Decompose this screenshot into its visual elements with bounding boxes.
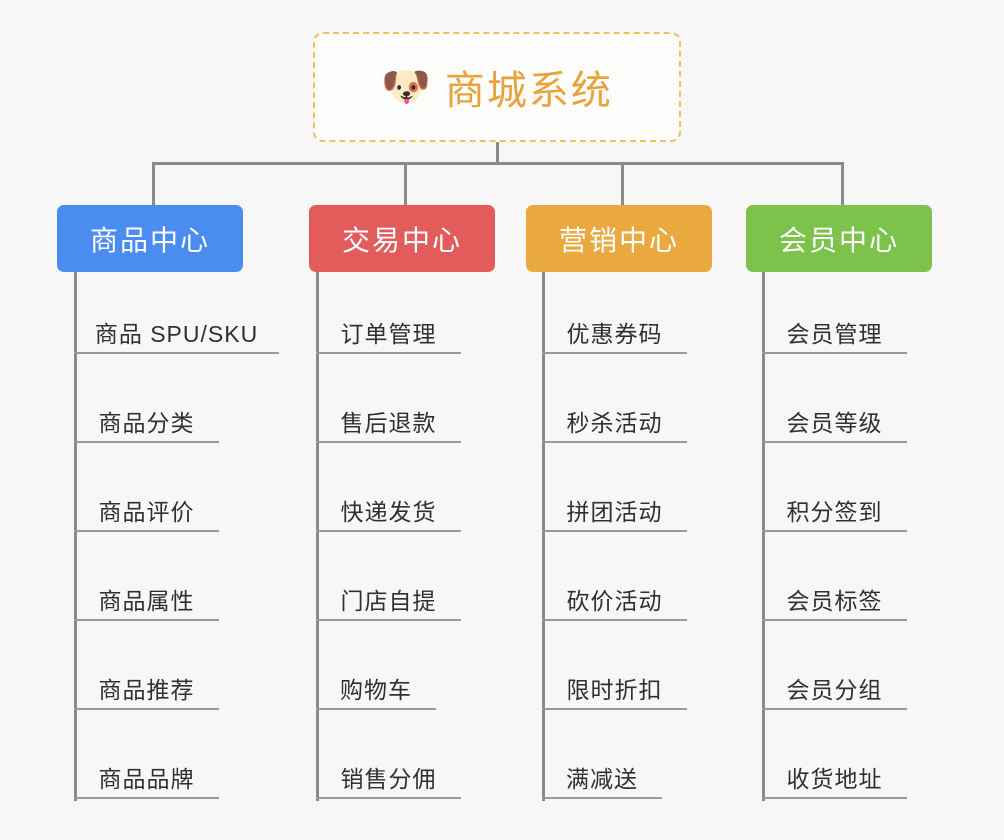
leaf-item[interactable]: 商品评价: [74, 498, 219, 532]
leaf-item-label: 限时折扣: [566, 677, 663, 703]
category-drop-line-1: [152, 162, 155, 205]
category-header-4[interactable]: 会员中心: [746, 205, 932, 272]
leaf-item[interactable]: 收货地址: [762, 765, 907, 799]
leaf-item-label: 商品推荐: [98, 677, 195, 703]
leaf-item-label: 优惠券码: [566, 321, 663, 347]
leaf-item[interactable]: 限时折扣: [542, 676, 687, 710]
leaf-item-label: 会员分组: [786, 677, 883, 703]
root-title: 商城系统: [444, 69, 613, 113]
category-drop-line-2: [404, 162, 407, 205]
leaf-item-label: 商品 SPU/SKU: [94, 321, 259, 347]
leaf-item[interactable]: 订单管理: [316, 320, 461, 354]
category-drop-line-4: [841, 162, 844, 205]
leaf-item-label: 会员等级: [786, 410, 883, 436]
leaf-item[interactable]: 秒杀活动: [542, 409, 687, 443]
leaf-item-label: 砍价活动: [566, 588, 663, 614]
leaf-item-label: 满减送: [566, 766, 638, 792]
leaf-item-label: 会员管理: [786, 321, 883, 347]
leaf-item[interactable]: 积分签到: [762, 498, 907, 532]
category-drop-line-3: [621, 162, 624, 205]
leaf-item-label: 购物车: [340, 677, 412, 703]
column-spine-2: [316, 272, 319, 801]
leaf-item[interactable]: 砍价活动: [542, 587, 687, 621]
leaf-item-label: 商品分类: [98, 410, 195, 436]
leaf-item[interactable]: 优惠券码: [542, 320, 687, 354]
leaf-item-label: 销售分佣: [340, 766, 437, 792]
category-header-2[interactable]: 交易中心: [309, 205, 495, 272]
leaf-item[interactable]: 会员标签: [762, 587, 907, 621]
category-header-label: 营销中心: [558, 224, 679, 256]
leaf-item[interactable]: 商品品牌: [74, 765, 219, 799]
leaf-item[interactable]: 商品属性: [74, 587, 219, 621]
leaf-item-label: 订单管理: [340, 321, 437, 347]
leaf-item[interactable]: 门店自提: [316, 587, 461, 621]
leaf-item[interactable]: 销售分佣: [316, 765, 461, 799]
category-header-1[interactable]: 商品中心: [57, 205, 243, 272]
column-spine-3: [542, 272, 545, 801]
leaf-item[interactable]: 会员分组: [762, 676, 907, 710]
leaf-item[interactable]: 拼团活动: [542, 498, 687, 532]
leaf-item-label: 积分签到: [786, 499, 883, 525]
category-header-3[interactable]: 营销中心: [526, 205, 712, 272]
leaf-item[interactable]: 商品分类: [74, 409, 219, 443]
category-header-label: 会员中心: [778, 224, 899, 256]
leaf-item[interactable]: 购物车: [316, 676, 436, 710]
leaf-item-label: 商品评价: [98, 499, 195, 525]
leaf-item[interactable]: 快递发货: [316, 498, 461, 532]
column-spine-1: [74, 272, 77, 801]
category-header-label: 交易中心: [341, 224, 462, 256]
category-header-label: 商品中心: [89, 224, 210, 256]
leaf-item-label: 商品品牌: [98, 766, 195, 792]
root-node[interactable]: 🐶 商城系统: [313, 32, 681, 142]
leaf-item-label: 收货地址: [786, 766, 883, 792]
root-stem-line: [496, 142, 499, 165]
leaf-item[interactable]: 售后退款: [316, 409, 461, 443]
leaf-item[interactable]: 商品推荐: [74, 676, 219, 710]
leaf-item-label: 快递发货: [340, 499, 437, 525]
leaf-item-label: 售后退款: [340, 410, 437, 436]
leaf-item-label: 商品属性: [98, 588, 195, 614]
column-spine-4: [762, 272, 765, 801]
leaf-item-label: 门店自提: [340, 588, 437, 614]
leaf-item[interactable]: 满减送: [542, 765, 662, 799]
leaf-item[interactable]: 商品 SPU/SKU: [74, 320, 279, 354]
leaf-item-label: 会员标签: [786, 588, 883, 614]
leaf-item-label: 秒杀活动: [566, 410, 663, 436]
horizontal-bus-line: [152, 162, 844, 165]
leaf-item-label: 拼团活动: [566, 499, 663, 525]
leaf-item[interactable]: 会员管理: [762, 320, 907, 354]
dog-face-icon: 🐶: [381, 65, 431, 109]
leaf-item[interactable]: 会员等级: [762, 409, 907, 443]
